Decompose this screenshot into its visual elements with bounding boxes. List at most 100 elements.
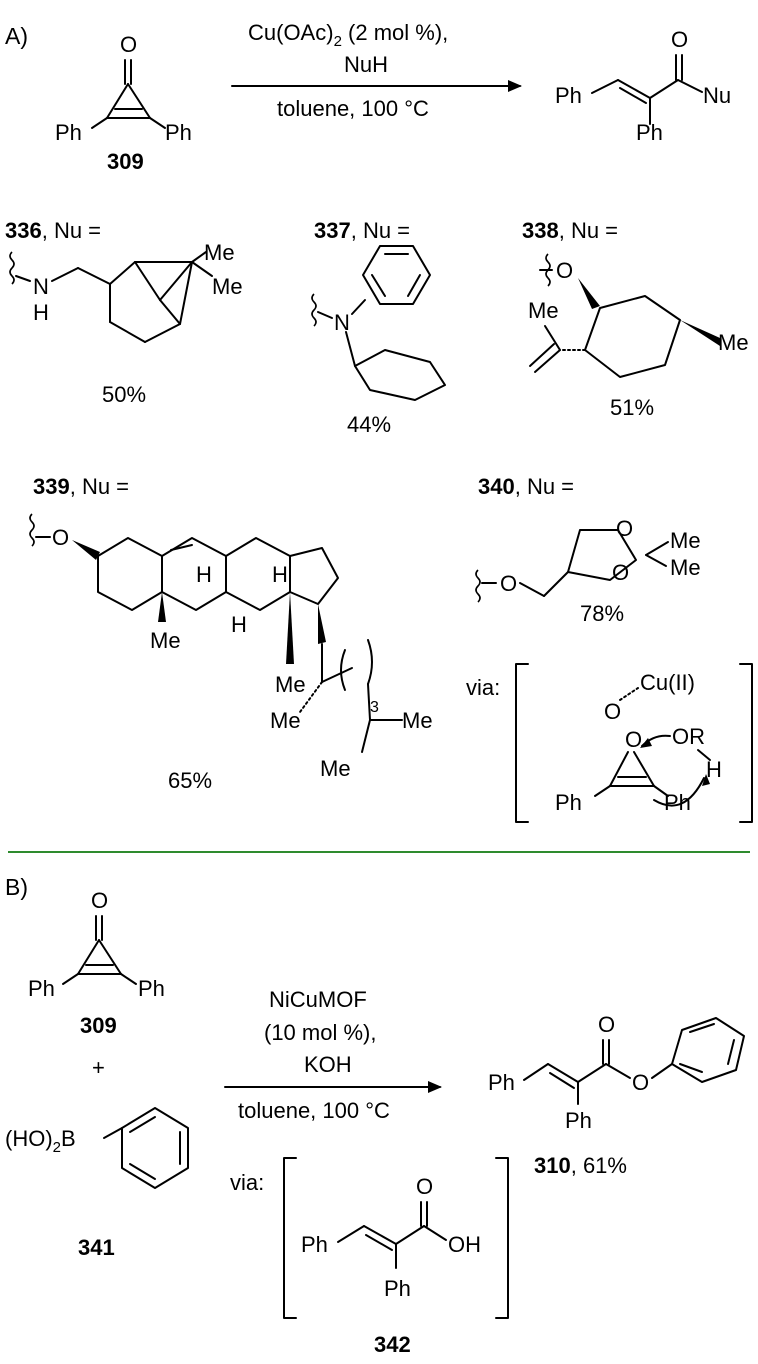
example-337: 337, Nu = N 44%: [311, 218, 446, 437]
acrylic-acid-intermediate-342: via: Ph Ph O OH 342: [230, 1157, 509, 1357]
acrylamide-product-structure: Ph O Nu Ph: [555, 27, 731, 145]
methyl-label: Me: [670, 528, 701, 553]
example-heading: 338, Nu =: [522, 218, 618, 243]
example-338: 338, Nu = O Me Me 51%: [522, 218, 749, 420]
example-heading: 340, Nu =: [478, 474, 574, 499]
phenyl-label: Ph: [555, 790, 582, 815]
yield: 44%: [347, 412, 391, 437]
phenyl-ester-310-structure: Ph Ph O O 310, 61%: [488, 1012, 745, 1178]
product-caption: 310, 61%: [534, 1153, 627, 1178]
boronic-acid-label: (HO)2B: [5, 1126, 76, 1156]
atom-o: O: [604, 699, 621, 724]
phenyl-label: Ph: [301, 1232, 328, 1257]
via-label: via:: [466, 675, 500, 700]
repeat-count: 3: [370, 699, 379, 716]
left-bracket: [283, 1157, 297, 1319]
methyl-label: Me: [270, 708, 301, 733]
phenyl-label: Ph: [28, 976, 55, 1001]
phenyl-label: Ph: [664, 790, 691, 815]
atom-o: O: [416, 1174, 433, 1199]
compound-number: 309: [107, 149, 144, 174]
methyl-label: Me: [150, 628, 181, 653]
atom-o: O: [625, 727, 642, 752]
attachment-bond-icon: [311, 293, 317, 327]
phenyl-label: Ph: [138, 976, 165, 1001]
atom-h: H: [272, 562, 288, 587]
methyl-label: Me: [528, 298, 559, 323]
atom-h: H: [231, 612, 247, 637]
atom-h: H: [196, 562, 212, 587]
plus-sign: +: [92, 1055, 105, 1080]
example-340: 340, Nu = O O O Me Me 78%: [475, 474, 701, 626]
phenyl-label: Ph: [488, 1070, 515, 1095]
compound-number: 342: [374, 1332, 411, 1357]
atom-h: H: [706, 757, 722, 782]
condition-solvent: toluene, 100 °C: [238, 1098, 390, 1123]
compound-number: 309: [80, 1013, 117, 1038]
hydroxyl-label: OH: [448, 1232, 481, 1257]
atom-o: O: [612, 560, 629, 585]
atom-o: O: [500, 571, 517, 596]
methyl-label: Me: [320, 756, 351, 781]
phenyl-label: Ph: [636, 120, 663, 145]
phenyl-label: Ph: [555, 83, 582, 108]
panel-b-label: B): [5, 874, 28, 900]
right-bracket: [495, 1157, 509, 1319]
atom-o: O: [598, 1012, 615, 1037]
atom-o: O: [632, 1070, 649, 1095]
attachment-bond-icon: [29, 513, 35, 547]
methyl-label: Me: [204, 240, 235, 265]
phenyl-label: Ph: [565, 1108, 592, 1133]
copper-label: Cu(II): [640, 670, 695, 695]
atom-h: H: [33, 300, 49, 325]
methyl-label: Me: [402, 708, 433, 733]
yield: 51%: [610, 395, 654, 420]
phenylboronic-acid-341-structure: (HO)2B 341: [5, 1107, 189, 1260]
methyl-label: Me: [275, 672, 306, 697]
panel-a-label: A): [5, 23, 28, 49]
attachment-bond-icon: [545, 253, 551, 287]
yield: 78%: [580, 601, 624, 626]
atom-o: O: [91, 888, 108, 913]
methyl-label: Me: [212, 274, 243, 299]
cyclopropenone-309-structure: O Ph Ph 309: [55, 32, 192, 174]
atom-o: O: [671, 27, 688, 52]
phenyl-label: Ph: [55, 120, 82, 145]
yield: 50%: [102, 382, 146, 407]
via-label: via:: [230, 1170, 264, 1195]
example-heading: 339, Nu =: [33, 474, 129, 499]
atom-n: N: [334, 310, 350, 335]
atom-o: O: [120, 32, 137, 57]
condition-catalyst: Cu(OAc)2 (2 mol %),: [248, 20, 448, 50]
arrow-head: [508, 80, 522, 92]
example-339: 339, Nu = O H H H Me Me Me 3 Me Me 65%: [29, 474, 433, 793]
condition-reagent: NuH: [344, 52, 388, 77]
copper-intermediate: via: O Cu(II) O Ph Ph OR H: [466, 663, 753, 823]
electron-arrow-icon: [653, 777, 705, 807]
attachment-bond-icon: [9, 251, 15, 285]
phenyl-label: Ph: [384, 1276, 411, 1301]
alkoxy-label: OR: [672, 724, 705, 749]
left-bracket: [515, 663, 529, 823]
methyl-label: Me: [718, 330, 749, 355]
methyl-label: Me: [670, 555, 701, 580]
atom-o: O: [52, 525, 69, 550]
example-heading: 337, Nu =: [314, 218, 410, 243]
example-heading: 336, Nu =: [5, 218, 101, 243]
compound-number: 341: [78, 1235, 115, 1260]
atom-o: O: [616, 516, 633, 541]
condition-loading: (10 mol %),: [264, 1020, 376, 1045]
arrow-head: [428, 1081, 442, 1093]
condition-solvent: toluene, 100 °C: [277, 96, 429, 121]
right-bracket: [739, 663, 753, 823]
nucleophile-label: Nu: [703, 83, 731, 108]
condition-base: KOH: [304, 1052, 352, 1077]
condition-catalyst: NiCuMOF: [269, 987, 367, 1012]
atom-n: N: [33, 274, 49, 299]
yield: 65%: [168, 768, 212, 793]
cyclopropenone-309-structure: O Ph Ph 309: [28, 888, 165, 1038]
example-336: 336, Nu = N H Me Me 50%: [5, 218, 243, 407]
atom-o: O: [556, 258, 573, 283]
attachment-bond-icon: [475, 569, 481, 603]
